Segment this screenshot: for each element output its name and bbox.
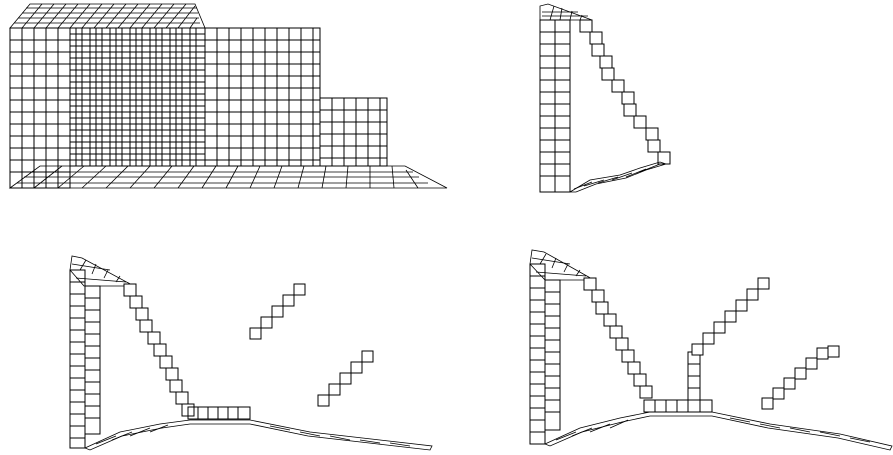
panel3-floating-diagonal-upper: [250, 284, 305, 339]
panel1-mid-block: [205, 28, 320, 166]
panel3-floating-diagonal-lower: [318, 351, 373, 406]
panel1-left-block: [10, 28, 70, 188]
panel4-left-column: [530, 264, 560, 444]
panel-full-mesh: [10, 4, 447, 188]
panel3-floor: [85, 420, 432, 450]
panel2-left-column: [540, 20, 570, 192]
panel2-top-grid: [540, 4, 592, 20]
panel4-vertical-branch: [688, 352, 700, 400]
panel-partial-mesh: [540, 4, 670, 192]
panel1-low-block: [320, 98, 387, 166]
panel3-descending-steps: [124, 284, 194, 416]
panel3-left-column: [70, 270, 100, 448]
panel3-bottom-bar: [188, 407, 250, 419]
panel1-dense-block: [70, 28, 205, 166]
panel1-top-grid: [10, 4, 205, 28]
panel-diagonal-mesh: [70, 256, 432, 450]
panel4-descending-steps: [584, 278, 652, 398]
panel4-upper-diagonal: [692, 278, 769, 355]
panel2-diagonal-steps: [580, 20, 670, 164]
panel4-lower-diagonal: [762, 346, 839, 409]
panel2-floor: [570, 162, 666, 192]
panel4-bottom-bar: [644, 400, 712, 412]
panel-branching-mesh: [530, 250, 892, 450]
panel4-floor: [545, 412, 892, 450]
panel1-floor-grid: [10, 166, 447, 188]
